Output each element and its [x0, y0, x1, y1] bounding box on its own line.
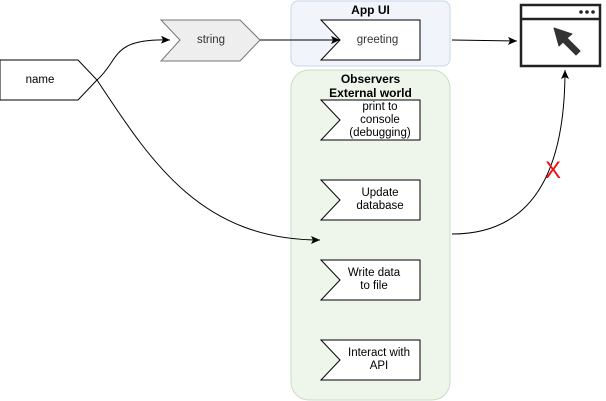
observers-title-line2: External world	[329, 85, 412, 100]
cursor-arrow-icon	[553, 27, 581, 56]
edge-name-to-string	[96, 35, 171, 81]
name-shape	[0, 59, 98, 101]
observers-title-line1: Observers	[340, 71, 401, 86]
browser-window-icon	[519, 3, 602, 68]
edge-greeting-to-browser	[451, 36, 518, 45]
observer-print-shape	[319, 99, 421, 141]
observers-container	[290, 69, 451, 401]
name-label: name	[25, 73, 55, 86]
observer-database-shape	[319, 179, 421, 221]
observer-api-shape	[319, 339, 421, 381]
observer-api-label: Interact with API	[348, 347, 410, 372]
greeting-label: greeting	[356, 33, 399, 46]
string-shape	[159, 19, 261, 62]
string-label: string	[196, 34, 226, 46]
blocked-mark: X	[544, 156, 561, 184]
observer-database-label: Update database	[356, 187, 404, 212]
observer-file-label: Write data to file	[347, 267, 401, 292]
observer-file-shape	[319, 259, 421, 301]
observer-print-label: print to console (debugging)	[349, 100, 411, 139]
edge-observers-to-browser	[451, 69, 569, 235]
app-ui-title: App UI	[351, 2, 390, 17]
edge-name-to-observers	[96, 79, 321, 244]
